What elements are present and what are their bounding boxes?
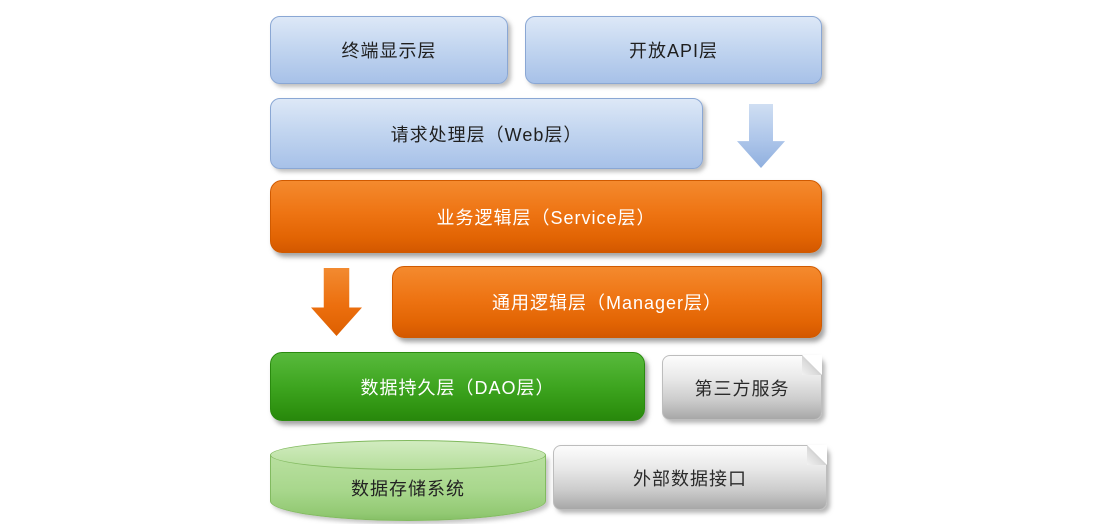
layer-service: 业务逻辑层（Service层）	[270, 180, 822, 253]
box-external-data-interface: 外部数据接口	[553, 445, 827, 510]
box-external-data-interface-label: 外部数据接口	[633, 468, 747, 489]
layer-web-label: 请求处理层（Web层）	[390, 124, 583, 145]
box-third-party-service: 第三方服务	[662, 355, 822, 420]
layer-manager-label: 通用逻辑层（Manager层）	[491, 293, 723, 313]
layer-open-api: 开放API层	[525, 16, 822, 84]
layer-service-label: 业务逻辑层（Service层）	[436, 207, 656, 228]
layer-dao: 数据持久层（DAO层）	[270, 352, 645, 421]
layer-open-api-label: 开放API层	[628, 41, 718, 61]
box-third-party-service-label: 第三方服务	[694, 378, 790, 399]
blue-down-arrow-icon	[737, 104, 785, 168]
orange-down-arrow-icon	[311, 268, 362, 336]
layer-terminal-display: 终端显示层	[270, 16, 508, 84]
layer-manager: 通用逻辑层（Manager层）	[392, 266, 822, 338]
cylinder-data-storage-label: 数据存储系统	[351, 478, 465, 499]
layer-web: 请求处理层（Web层）	[270, 98, 703, 169]
layer-terminal-display-label: 终端显示层	[341, 41, 437, 61]
cylinder-top-ellipse	[270, 440, 546, 470]
layer-dao-label: 数据持久层（DAO层）	[360, 377, 555, 398]
